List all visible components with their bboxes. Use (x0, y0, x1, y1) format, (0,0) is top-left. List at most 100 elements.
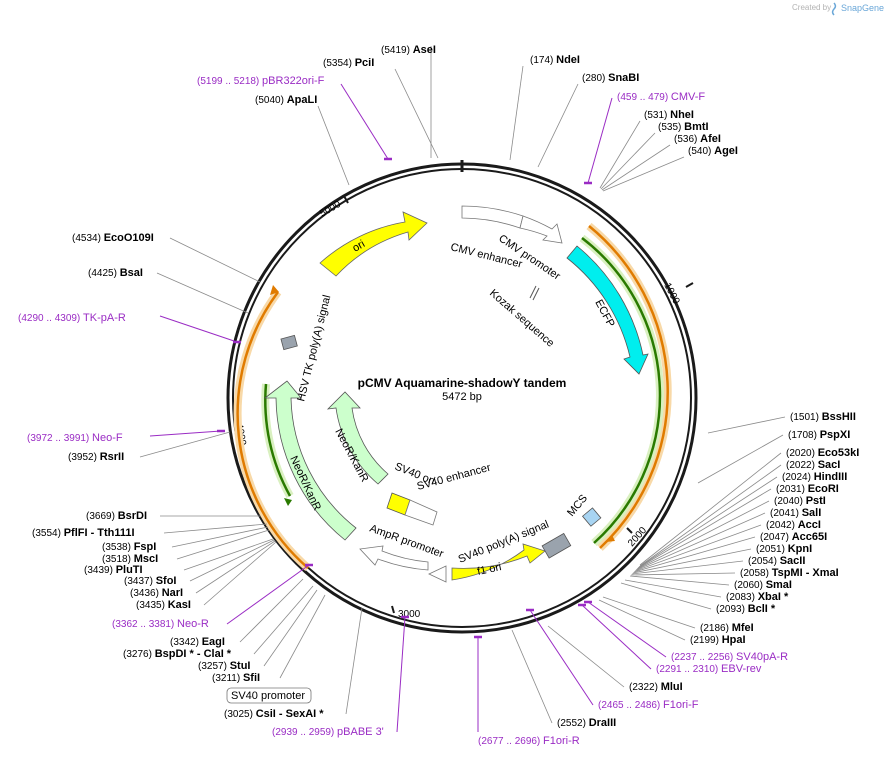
site-label-stui[interactable]: (3257) StuI (198, 660, 250, 672)
site-name: NarI (162, 587, 183, 599)
orf-right-outer-arrowhead (606, 535, 615, 542)
site-label-eco53ki[interactable]: (2020) Eco53kI (786, 447, 859, 459)
site-leader-xbai (624, 579, 722, 598)
site-position: (3669) (86, 511, 118, 522)
site-label-bmti[interactable]: (535) BmtI (658, 121, 709, 133)
site-label-mlui[interactable]: (2322) MluI (629, 681, 683, 693)
site-leader-pluti (183, 538, 274, 571)
primer-name: TK-pA-R (83, 312, 126, 324)
site-position: (5040) (255, 95, 287, 106)
site-label-mfei[interactable]: (2186) MfeI (700, 622, 754, 634)
site-label-pcii[interactable]: (5354) PciI (323, 57, 374, 69)
primer-leader-sv40pa-r (587, 601, 667, 658)
credit-text: Created by (792, 3, 831, 12)
ampr-promoter-small-arrow (428, 565, 447, 583)
site-label-rsrii[interactable]: (3952) RsrII (68, 451, 124, 463)
site-label-ndei[interactable]: (174) NdeI (530, 54, 580, 66)
site-label-nhei[interactable]: (531) NheI (644, 109, 694, 121)
primer-label-neo-r[interactable]: (3362 .. 3381) Neo-R (112, 618, 209, 630)
site-label-sfoi[interactable]: (3437) SfoI (124, 575, 176, 587)
site-leader-bcli (620, 582, 712, 610)
site-leader-lines (139, 46, 786, 733)
site-label-eagi[interactable]: (3342) EagI (170, 636, 225, 648)
site-label-agei[interactable]: (540) AgeI (688, 145, 738, 157)
site-label-bspdi-clai[interactable]: (3276) BspDI * - ClaI * (123, 648, 232, 660)
site-position: (174) (530, 55, 556, 66)
site-position: (2060) (734, 580, 766, 591)
site-leader-csii-sexai (345, 607, 363, 715)
site-leader-tspmi-xmai (630, 572, 736, 576)
cmv-enhancer-arrow (461, 205, 524, 229)
site-label-fspi[interactable]: (3538) FspI (102, 541, 156, 553)
site-label-sfii[interactable]: (3211) SfiI (212, 672, 260, 684)
site-label-asei[interactable]: (5419) AseI (381, 44, 436, 56)
site-label-bsrdi[interactable]: (3669) BsrDI (86, 510, 147, 522)
site-label-tspmi-xmai[interactable]: (2058) TspMI - XmaI (740, 567, 839, 579)
hsv-tk-polya-label: HSV TK poly(A) signal (295, 294, 333, 403)
site-label-xbai[interactable]: (2083) XbaI * (726, 591, 789, 603)
site-label-ecoo109i[interactable]: (4534) EcoO109I (72, 232, 154, 244)
primer-leader-cmv-f (587, 97, 613, 184)
site-label-pspxi[interactable]: (1708) PspXI (788, 429, 850, 441)
site-label-hindiii[interactable]: (2024) HindIII (782, 471, 847, 483)
site-label-apali[interactable]: (5040) ApaLI (255, 94, 317, 106)
site-name: DraIII (589, 717, 617, 729)
primer-label-neo-f[interactable]: (3972 .. 3991) Neo-F (27, 432, 123, 444)
site-label-ecori[interactable]: (2031) EcoRI (776, 483, 839, 495)
sv40-enhancer-label: SV40 enhancer (416, 462, 493, 493)
site-label-msci[interactable]: (3518) MscI (102, 553, 158, 565)
primer-leader-ebv-rev (581, 604, 652, 670)
site-label-snabi[interactable]: (280) SnaBI (582, 72, 639, 84)
primer-label-f1ori-r[interactable]: (2677 .. 2696) F1ori-R (478, 735, 580, 747)
site-position: (3025) (224, 709, 256, 720)
site-leader-bsai (156, 272, 249, 314)
primer-label-sv40pa-r[interactable]: (2237 .. 2256) SV40pA-R (671, 651, 788, 663)
site-label-bcli[interactable]: (2093) BclI * (716, 603, 776, 615)
site-label-bsshii[interactable]: (1501) BssHII (790, 411, 856, 423)
kozak-mark-1 (529, 285, 537, 299)
site-leader-sfii (279, 594, 326, 679)
site-label-draiii[interactable]: (2552) DraIII (557, 717, 616, 729)
site-leader-psti (636, 500, 770, 570)
site-leader-smai (629, 575, 730, 586)
primer-label-pbabe-3[interactable]: (2939 .. 2959) pBABE 3' (272, 726, 384, 738)
site-name: RsrII (100, 451, 124, 463)
site-label-csii-sexai[interactable]: (3025) CsiI - SexAI * (224, 708, 324, 720)
site-label-pluti[interactable]: (3439) PluTI (84, 564, 143, 576)
site-label-pflfi-tth111i[interactable]: (3554) PflFI - Tth111I (32, 527, 135, 539)
site-label-smai[interactable]: (2060) SmaI (734, 579, 792, 591)
site-label-psti[interactable]: (2040) PstI (774, 495, 826, 507)
snapgene-logo-icon (831, 2, 837, 16)
site-leader-nhei (599, 120, 641, 189)
site-label-sali[interactable]: (2041) SalI (770, 507, 821, 519)
site-label-kpni[interactable]: (2051) KpnI (756, 543, 812, 555)
ruler-tick-2000 (626, 527, 633, 534)
site-name: SacII (780, 555, 806, 567)
sv40-promoter-label: SV40 promoter (231, 690, 305, 702)
site-name: ApaLI (287, 94, 318, 106)
site-label-acc65i[interactable]: (2047) Acc65I (760, 531, 827, 543)
primer-label-pbr322ori-f[interactable]: (5199 .. 5218) pBR322ori-F (197, 75, 325, 87)
primer-label-tk-pa-r[interactable]: (4290 .. 4309) TK-pA-R (18, 312, 126, 324)
primer-label-f1ori-f[interactable]: (2465 .. 2486) F1ori-F (598, 699, 699, 711)
site-label-sacii[interactable]: (2054) SacII (748, 555, 805, 567)
site-label-acci[interactable]: (2042) AccI (766, 519, 821, 531)
site-name: Eco53kI (818, 447, 860, 459)
site-label-afei[interactable]: (536) AfeI (674, 133, 721, 145)
kozak-mark-2 (532, 287, 540, 301)
site-name: MluI (661, 681, 683, 693)
primer-name: CMV-F (671, 91, 706, 103)
site-name: BclI * (748, 603, 776, 615)
site-label-hpai[interactable]: (2199) HpaI (690, 634, 746, 646)
primer-label-cmv-f[interactable]: (459 .. 479) CMV-F (617, 91, 705, 103)
site-label-bsai[interactable]: (4425) BsaI (88, 267, 143, 279)
site-name: PciI (355, 57, 375, 69)
site-label-nari[interactable]: (3436) NarI (130, 587, 183, 599)
primer-position: (4290 .. 4309) (18, 313, 83, 324)
site-label-kasi[interactable]: (3435) KasI (136, 599, 191, 611)
site-label-saci[interactable]: (2022) SacI (786, 459, 840, 471)
primer-label-ebv-rev[interactable]: (2291 .. 2310) EBV-rev (656, 663, 762, 675)
site-name: BspDI * - ClaI * (155, 648, 232, 660)
site-name: KasI (168, 599, 191, 611)
site-leader-hindiii (638, 476, 778, 568)
